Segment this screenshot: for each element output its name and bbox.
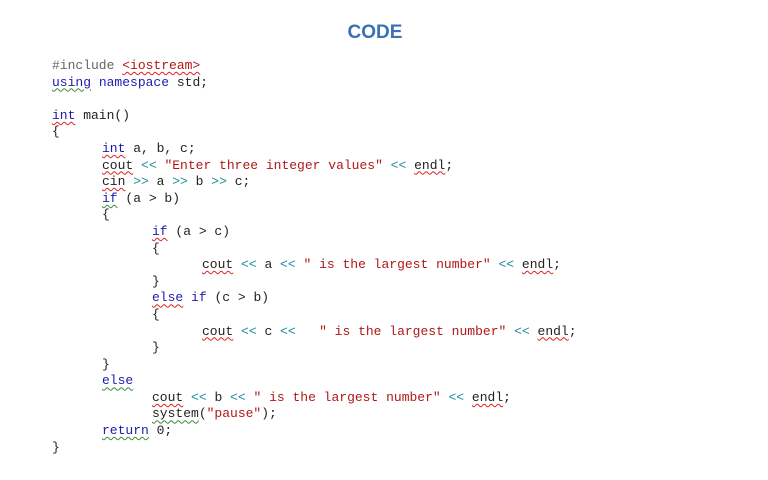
code-token: " is the largest number" [319, 323, 507, 339]
code-token: >> [164, 174, 196, 190]
code-token: if [152, 223, 168, 239]
code-line: { [52, 124, 577, 141]
code-line: } [52, 357, 577, 374]
code-token: << [272, 323, 320, 339]
code-token: << [440, 389, 472, 405]
code-token: << [272, 257, 304, 273]
code-token: << [382, 157, 415, 173]
code-line: } [52, 274, 577, 291]
code-token: << [183, 389, 215, 405]
code-line: { [52, 207, 577, 224]
code-line [52, 91, 577, 108]
code-token: 0; [148, 423, 173, 439]
code-token: ); [261, 406, 277, 422]
code-token: namespace [91, 74, 177, 90]
code-line: { [52, 241, 577, 258]
code-token: endl [537, 323, 569, 339]
code-token: >> [203, 174, 235, 190]
code-token: " is the largest number" [253, 389, 441, 405]
code-line: cout << c << " is the largest number" <<… [52, 324, 577, 341]
code-token: int [102, 140, 126, 156]
code-token: a, b, c; [125, 140, 196, 156]
code-token: << [222, 389, 254, 405]
code-token: << [490, 257, 522, 273]
code-line: system("pause"); [52, 406, 577, 423]
code-token: #include [52, 58, 123, 73]
code-line: return 0; [52, 423, 577, 440]
code-token: { [52, 124, 60, 140]
code-token: { [152, 306, 160, 322]
code-line: cout << "Enter three integer values" << … [52, 158, 577, 175]
page-title: CODE [347, 22, 403, 43]
code-line: } [52, 340, 577, 357]
code-token: b [214, 389, 223, 405]
code-token: " is the largest number" [303, 257, 491, 273]
code-token: ( [198, 406, 207, 422]
code-token: if [183, 290, 215, 306]
code-token: << [506, 323, 538, 339]
code-token: >> [125, 174, 157, 190]
code-token: cout [152, 389, 184, 405]
code-token: std; [176, 74, 209, 90]
code-token: using [52, 74, 92, 90]
code-token: b [195, 174, 204, 190]
code-token: system [152, 406, 199, 422]
code-token: c [264, 323, 273, 339]
code-token: ; [445, 157, 454, 173]
code-token: << [233, 257, 265, 273]
code-line: } [52, 440, 577, 457]
code-token: (c > b) [214, 290, 270, 306]
code-token: { [152, 240, 160, 256]
code-token: (a > c) [167, 223, 231, 239]
code-token: ; [503, 389, 511, 405]
code-line: cout << b << " is the largest number" <<… [52, 390, 577, 407]
code-token: } [152, 340, 160, 356]
code-token: endl [471, 389, 504, 405]
code-line: else [52, 373, 577, 390]
code-line: #include <iostream> [52, 58, 577, 75]
code-token: return [102, 423, 149, 439]
code-token: ; [553, 257, 561, 273]
code-token: ; [568, 323, 577, 339]
code-token: } [102, 356, 110, 372]
code-line: else if (c > b) [52, 290, 577, 307]
code-token: "pause" [206, 406, 262, 422]
code-token: <iostream> [122, 58, 201, 73]
code-token: << [233, 323, 265, 339]
code-token: a [264, 257, 273, 273]
code-token: c; [234, 174, 251, 190]
code-line: cout << a << " is the largest number" <<… [52, 257, 577, 274]
code-line: cin >> a >> b >> c; [52, 174, 577, 191]
code-token: cout [202, 323, 234, 339]
code-line: if (a > c) [52, 224, 577, 241]
code-token: a [156, 174, 165, 190]
code-line: { [52, 307, 577, 324]
code-token: else [102, 373, 134, 389]
code-token: else [152, 290, 184, 306]
code-token: { [102, 207, 110, 223]
code-token: cout [202, 257, 234, 273]
code-token: } [152, 273, 160, 289]
code-block: #include <iostream>using namespace std;i… [52, 58, 577, 456]
code-token: main() [75, 107, 131, 123]
code-line: int main() [52, 108, 577, 125]
code-token: if [102, 190, 118, 206]
code-line: if (a > b) [52, 191, 577, 208]
code-token: cout [102, 157, 134, 173]
code-token: } [52, 439, 60, 455]
code-token: endl [521, 257, 554, 273]
code-token: (a > b) [117, 190, 181, 206]
code-token: cin [102, 174, 126, 190]
code-token: endl [414, 157, 446, 173]
code-token: int [52, 107, 76, 123]
code-line: using namespace std; [52, 75, 577, 92]
code-token: "Enter three integer values" [164, 157, 383, 173]
code-line: int a, b, c; [52, 141, 577, 158]
code-token: << [133, 157, 165, 173]
